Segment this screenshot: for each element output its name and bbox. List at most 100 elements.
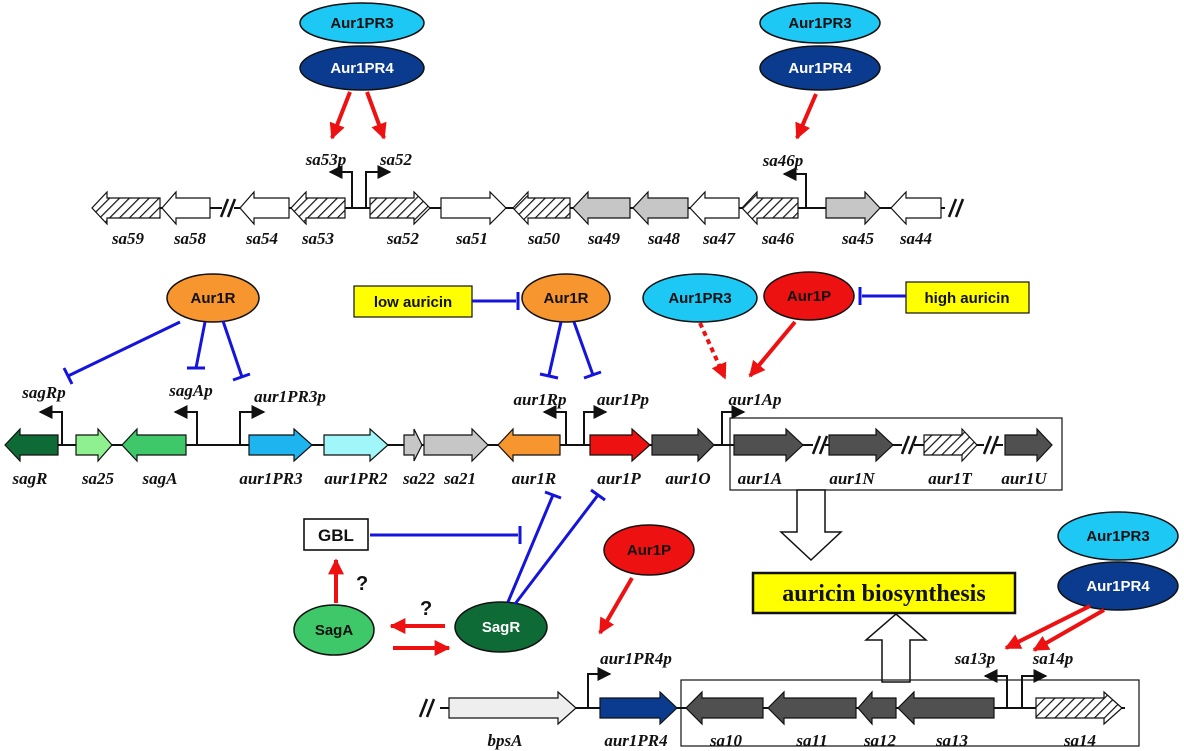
aur1p-label: Aur1P (627, 542, 671, 559)
activation-arrow (748, 320, 797, 378)
gene-label: aur1P (597, 469, 641, 488)
gene-label: sa53 (301, 229, 335, 248)
aur1pr3-node: Aur1PR3 (1057, 511, 1179, 561)
gene-label: sa45 (841, 229, 875, 248)
break-mark (418, 698, 436, 718)
gene-label: sa22 (402, 469, 436, 488)
gene-label: sa46 (761, 229, 795, 248)
gene-sa11-arrow (767, 690, 857, 726)
top-cluster: sa53p sa52 sa46p sa59 sa58 sa54 sa53 sa5… (91, 2, 965, 248)
sagr-node: SagR (454, 601, 548, 653)
gene-label: aur1T (928, 469, 972, 488)
aur1r-node: Aur1R (521, 273, 611, 323)
aur1r-node: Aur1R (166, 273, 260, 323)
gene-sa54-arrow (239, 190, 290, 226)
gene-sa14-arrow (1035, 690, 1123, 726)
gene-label: sagR (12, 469, 48, 488)
inhibition-line (572, 321, 602, 380)
promoter-sa53p-arrow (328, 165, 353, 208)
gene-label: sa54 (245, 229, 278, 248)
promoter-label: sa14p (1032, 649, 1074, 668)
gene-sa53-arrow (290, 190, 346, 226)
promoter-aur1Pp-arrow (583, 405, 608, 445)
gene-sa49-arrow (572, 190, 631, 226)
gene-aur1R-arrow (497, 427, 561, 463)
gene-label: sa51 (455, 229, 488, 248)
activation-arrow (1032, 608, 1105, 652)
gene-label: sa59 (111, 229, 145, 248)
gene-label: sa58 (173, 229, 207, 248)
gene-label: sa14 (1063, 731, 1096, 750)
aur1p-label: Aur1P (787, 288, 831, 305)
gene-sa58-arrow (161, 190, 211, 226)
promoter-label: sa46p (762, 151, 804, 170)
gene-sa10-arrow (685, 690, 764, 726)
gene-label: aur1PR2 (324, 469, 388, 488)
gene-label: sa12 (863, 731, 897, 750)
promoter-aur1Rp-arrow (542, 405, 567, 445)
gene-aur1T-arrow (923, 427, 978, 463)
gene-label: sa52 (386, 229, 420, 248)
inhibition-line (858, 287, 906, 305)
promoter-label: sagRp (21, 383, 65, 402)
lower-network: GBL SagA SagR ? ? Aur1P (293, 488, 1179, 683)
inhibition-line (187, 321, 207, 370)
promoter-aur1Ap-arrow (721, 405, 746, 445)
gene-aur1U-arrow (1004, 427, 1053, 463)
gene-label: bpsA (488, 731, 523, 750)
promoter-label: aur1Rp (514, 390, 567, 409)
gene-aur1O-arrow (651, 427, 715, 463)
aur1pr3-node: Aur1PR3 (642, 273, 758, 323)
break-mark (982, 435, 1000, 455)
gene-label: aur1PR4 (604, 731, 667, 750)
gene-aur1P-arrow (589, 427, 651, 463)
gene-sagR-arrow (4, 427, 59, 463)
gene-sa45-arrow (825, 190, 881, 226)
aur1p-node: Aur1P (603, 524, 695, 576)
gene-sa47-arrow (689, 190, 740, 226)
promoter-label: sa53p (305, 150, 347, 169)
saga-label: SagA (315, 622, 354, 639)
low-auricin-box: low auricin (353, 285, 473, 318)
promoter-sagRp-arrow (38, 405, 63, 445)
gene-label: sa13 (935, 731, 969, 750)
promoter-aur1PR3p-arrow (239, 405, 266, 445)
high-auricin-label: high auricin (924, 290, 1009, 307)
promoter-label: sa13p (954, 649, 996, 668)
gene-sa51-arrow (440, 190, 507, 226)
gene-label: aur1R (512, 469, 556, 488)
aur1pr4-label: Aur1PR4 (788, 60, 852, 77)
promoter-sagAp-arrow (173, 405, 198, 445)
aur1A-operon-box (729, 417, 1063, 491)
activation-arrow (795, 93, 818, 140)
promoter-sa14p-arrow (1021, 669, 1048, 708)
activation-arrow (365, 91, 387, 140)
activation-arrow (329, 91, 352, 140)
inhibition-line (539, 321, 563, 380)
bottom-cluster: aur1PR4p sa13p sa14p bpsA aur1PR4 sa10 s… (418, 649, 1140, 750)
break-mark (811, 435, 829, 455)
promoter-label: sa52 (379, 150, 413, 169)
inhibition-line (221, 320, 251, 382)
aur1pr4-node: Aur1PR4 (299, 45, 425, 91)
gene-aur1N-arrow (828, 427, 894, 463)
gene-aur1PR4-arrow (599, 690, 678, 726)
aur1pr4-node: Aur1PR4 (1057, 561, 1179, 611)
aur1pr3-node: Aur1PR3 (299, 2, 425, 44)
inhibition-line (513, 488, 606, 605)
low-auricin-label: low auricin (374, 294, 452, 311)
aur1pr3-label: Aur1PR3 (788, 15, 851, 32)
question-mark: ? (356, 573, 368, 595)
break-mark (219, 198, 237, 218)
aur1r-label: Aur1R (543, 290, 588, 307)
gene-bpsA-arrow (448, 690, 577, 726)
promoter-sa52-arrow (365, 165, 392, 208)
biosynthesis-hollow-arrow (779, 489, 843, 562)
aur1pr4-node: Aur1PR4 (759, 45, 881, 91)
promoter-sa13p-arrow (983, 669, 1008, 708)
middle-cluster: sagRp sagAp aur1PR3p aur1Rp aur1Pp aur1A… (4, 271, 1063, 491)
question-mark: ? (420, 598, 432, 620)
gene-label: aur1A (738, 469, 782, 488)
gbl-label: GBL (318, 526, 354, 545)
